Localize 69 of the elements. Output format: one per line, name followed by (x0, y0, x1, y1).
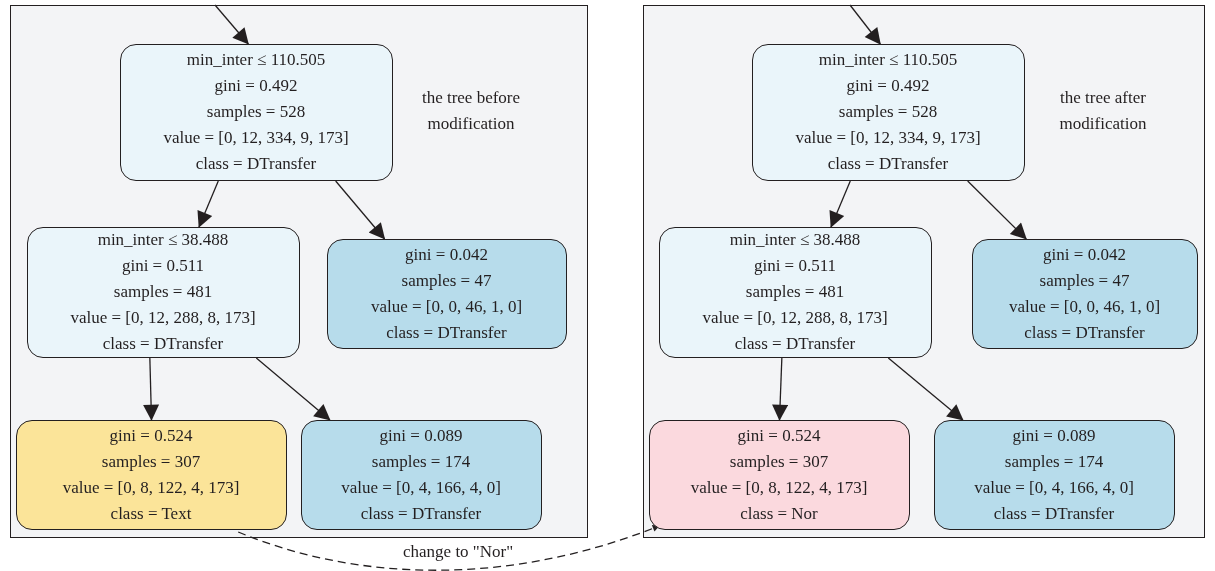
tree-node-box (658, 226, 932, 358)
panel-caption: the tree after modification (1058, 87, 1148, 135)
node-text: value = [0, 8, 122, 4, 173] (62, 476, 240, 499)
node-text: gini = 0.042 (1043, 243, 1126, 266)
node-text: samples = 307 (729, 450, 829, 473)
arrow (967, 180, 1027, 240)
tree-node-box (26, 226, 300, 358)
tree-node-box (300, 419, 542, 530)
tree-node-box (15, 419, 287, 530)
node-text: samples = 307 (101, 450, 201, 473)
node-text: samples = 528 (206, 101, 306, 123)
node-text: samples = 47 (1039, 269, 1130, 292)
node-text: samples = 47 (401, 269, 492, 292)
tree-node-box (119, 43, 393, 181)
arrow (197, 180, 219, 228)
node-text: class = DTransfer (993, 502, 1115, 525)
node-text: value = [0, 0, 46, 1, 0] (1008, 295, 1161, 318)
node-text: class = Text (110, 502, 192, 525)
tree-node-box (933, 419, 1175, 530)
node-text: gini = 0.042 (405, 243, 488, 266)
node-text: gini = 0.511 (121, 255, 205, 277)
node-text: class = Nor (740, 502, 818, 525)
node-text: value = [0, 0, 46, 1, 0] (370, 295, 523, 318)
node-text: gini = 0.089 (1012, 424, 1096, 447)
dashed-arrow (237, 524, 660, 571)
node-text: gini = 0.511 (753, 255, 837, 277)
arrow (335, 180, 386, 240)
arrow (143, 357, 160, 421)
node-text: samples = 528 (838, 101, 938, 123)
panel-caption: the tree before modification (420, 87, 522, 135)
node-text: samples = 174 (1004, 450, 1104, 473)
node-text: gini = 0.089 (379, 424, 463, 447)
node-text: gini = 0.492 (846, 75, 930, 97)
node-text: value = [0, 12, 334, 9, 173] (163, 127, 349, 149)
arrow (255, 357, 331, 421)
node-text: value = [0, 12, 334, 9, 173] (795, 127, 981, 149)
node-text: samples = 481 (745, 281, 845, 303)
node-text: min_inter ≤ 38.488 (729, 229, 861, 251)
tree-node-box (971, 238, 1198, 349)
tree-panel (10, 5, 588, 538)
arrow (849, 4, 881, 45)
node-text: value = [0, 4, 166, 4, 0] (341, 476, 501, 499)
node-text: min_inter ≤ 110.505 (186, 49, 326, 71)
node-text: min_inter ≤ 110.505 (818, 49, 958, 71)
tree-node-box (326, 238, 567, 349)
arrow (887, 357, 964, 421)
tree-node-box (648, 419, 910, 530)
node-text: value = [0, 8, 122, 4, 173] (690, 476, 868, 499)
arrow (772, 357, 789, 421)
node-text: value = [0, 4, 166, 4, 0] (974, 476, 1134, 499)
arrow (214, 4, 249, 45)
node-text: samples = 174 (371, 450, 471, 473)
node-text: value = [0, 12, 288, 8, 173] (702, 307, 888, 329)
tree-panel (643, 5, 1205, 538)
node-text: gini = 0.492 (214, 75, 298, 97)
node-text: min_inter ≤ 38.488 (97, 229, 229, 251)
node-text: class = DTransfer (827, 153, 949, 175)
tree-node-box (751, 43, 1025, 181)
node-text: gini = 0.524 (109, 424, 193, 447)
node-text: class = DTransfer (102, 333, 224, 355)
node-text: class = DTransfer (386, 321, 507, 344)
node-text: class = DTransfer (360, 502, 482, 525)
node-text: class = DTransfer (1024, 321, 1145, 344)
node-text: samples = 481 (113, 281, 213, 303)
arrow (829, 180, 851, 228)
node-text: class = DTransfer (195, 153, 317, 175)
node-text: gini = 0.524 (737, 424, 821, 447)
node-text: class = DTransfer (734, 333, 856, 355)
node-text: value = [0, 12, 288, 8, 173] (70, 307, 256, 329)
